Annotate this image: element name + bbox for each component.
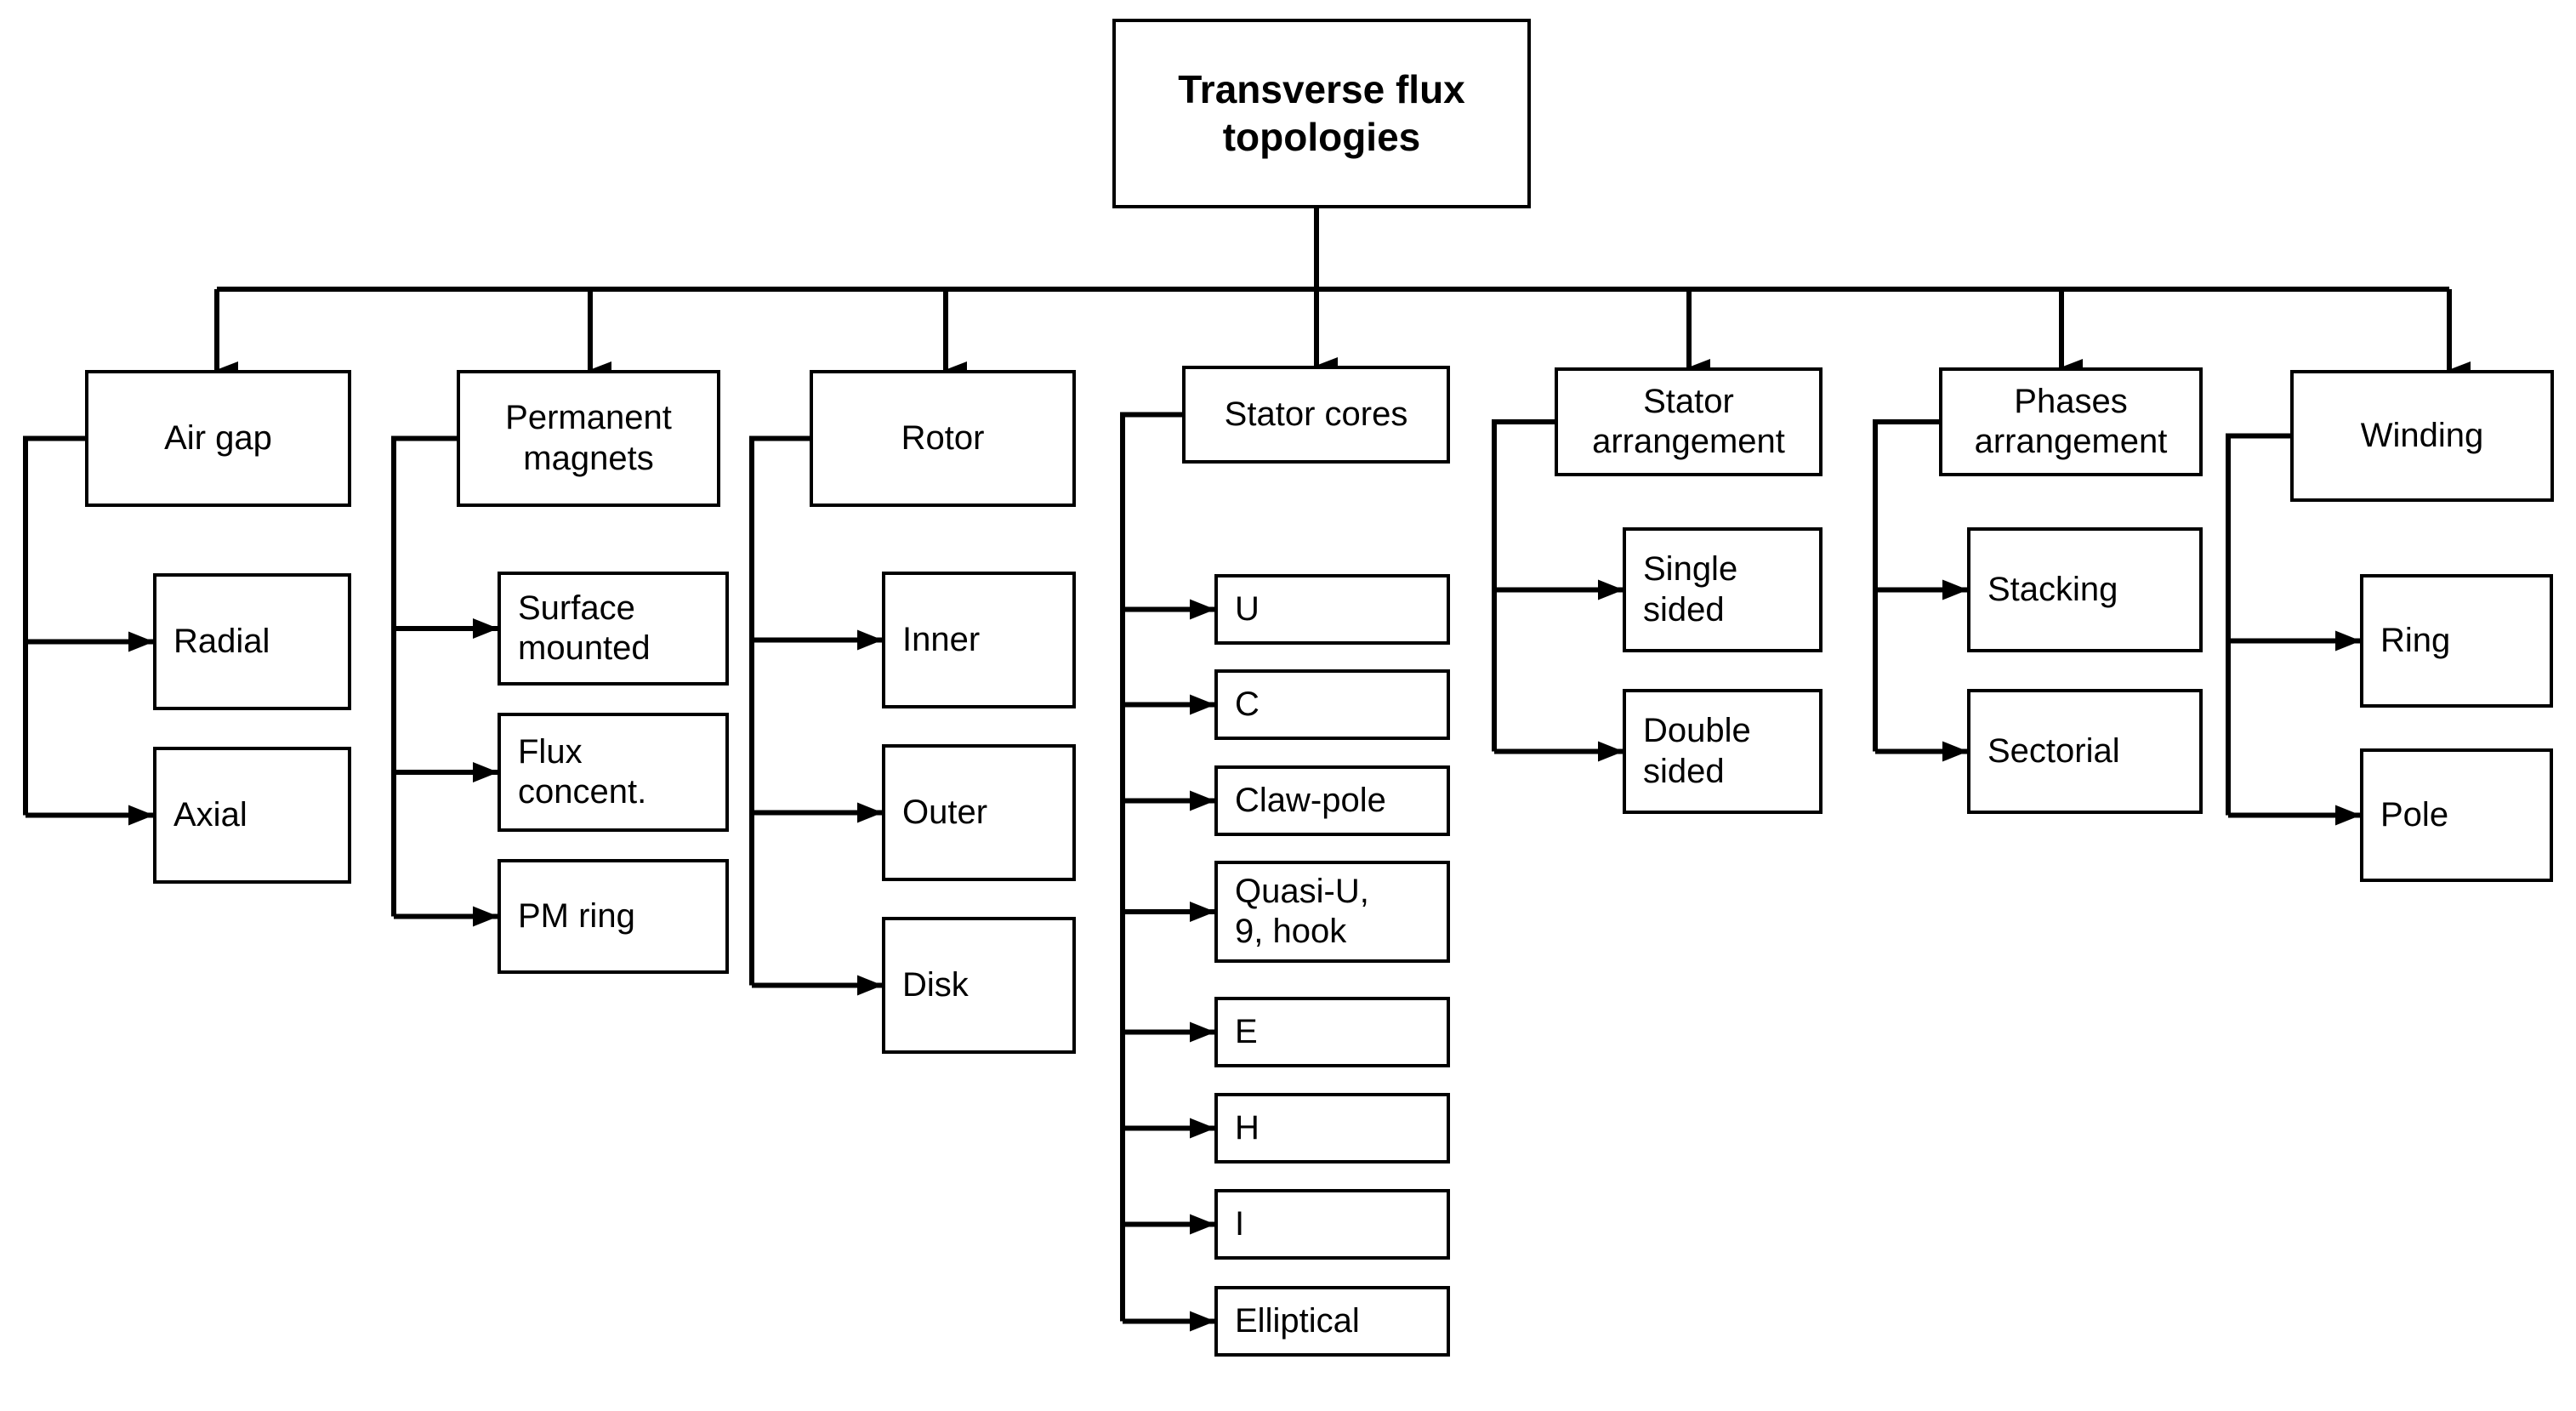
branch-node-stator-cores[interactable]: Stator cores (1182, 366, 1450, 464)
leaf-node-phases-arrangement-1[interactable]: Sectorial (1967, 689, 2203, 814)
leaf-node-permanent-magnets-1[interactable]: Flux concent. (498, 713, 729, 832)
branch-node-phases-arrangement[interactable]: Phases arrangement (1939, 367, 2203, 476)
leaf-node-stator-cores-7[interactable]: Elliptical (1214, 1286, 1450, 1357)
leaf-node-stator-arrangement-1[interactable]: Double sided (1623, 689, 1823, 814)
leaf-node-winding-0[interactable]: Ring (2360, 574, 2553, 708)
leaf-node-stator-cores-3[interactable]: Quasi-U, 9, hook (1214, 861, 1450, 963)
branch-node-permanent-magnets[interactable]: Permanent magnets (457, 370, 720, 507)
branch-node-rotor[interactable]: Rotor (810, 370, 1076, 507)
leaf-node-permanent-magnets-2[interactable]: PM ring (498, 859, 729, 974)
leaf-node-stator-cores-6[interactable]: I (1214, 1189, 1450, 1260)
leaf-node-permanent-magnets-0[interactable]: Surface mounted (498, 572, 729, 686)
leaf-node-phases-arrangement-0[interactable]: Stacking (1967, 527, 2203, 652)
leaf-node-rotor-2[interactable]: Disk (882, 917, 1076, 1054)
leaf-node-stator-cores-1[interactable]: C (1214, 669, 1450, 740)
leaf-node-rotor-1[interactable]: Outer (882, 744, 1076, 881)
branch-node-stator-arrangement[interactable]: Stator arrangement (1555, 367, 1823, 476)
leaf-node-winding-1[interactable]: Pole (2360, 748, 2553, 882)
leaf-node-stator-cores-2[interactable]: Claw-pole (1214, 765, 1450, 836)
leaf-node-air-gap-1[interactable]: Axial (153, 747, 351, 884)
root-node[interactable]: Transverse flux topologies (1112, 19, 1531, 208)
leaf-node-stator-cores-0[interactable]: U (1214, 574, 1450, 645)
leaf-node-stator-cores-4[interactable]: E (1214, 997, 1450, 1067)
branch-node-winding[interactable]: Winding (2290, 370, 2554, 502)
leaf-node-rotor-0[interactable]: Inner (882, 572, 1076, 708)
leaf-node-air-gap-0[interactable]: Radial (153, 573, 351, 710)
branch-node-air-gap[interactable]: Air gap (85, 370, 351, 507)
leaf-node-stator-cores-5[interactable]: H (1214, 1093, 1450, 1164)
leaf-node-stator-arrangement-0[interactable]: Single sided (1623, 527, 1823, 652)
